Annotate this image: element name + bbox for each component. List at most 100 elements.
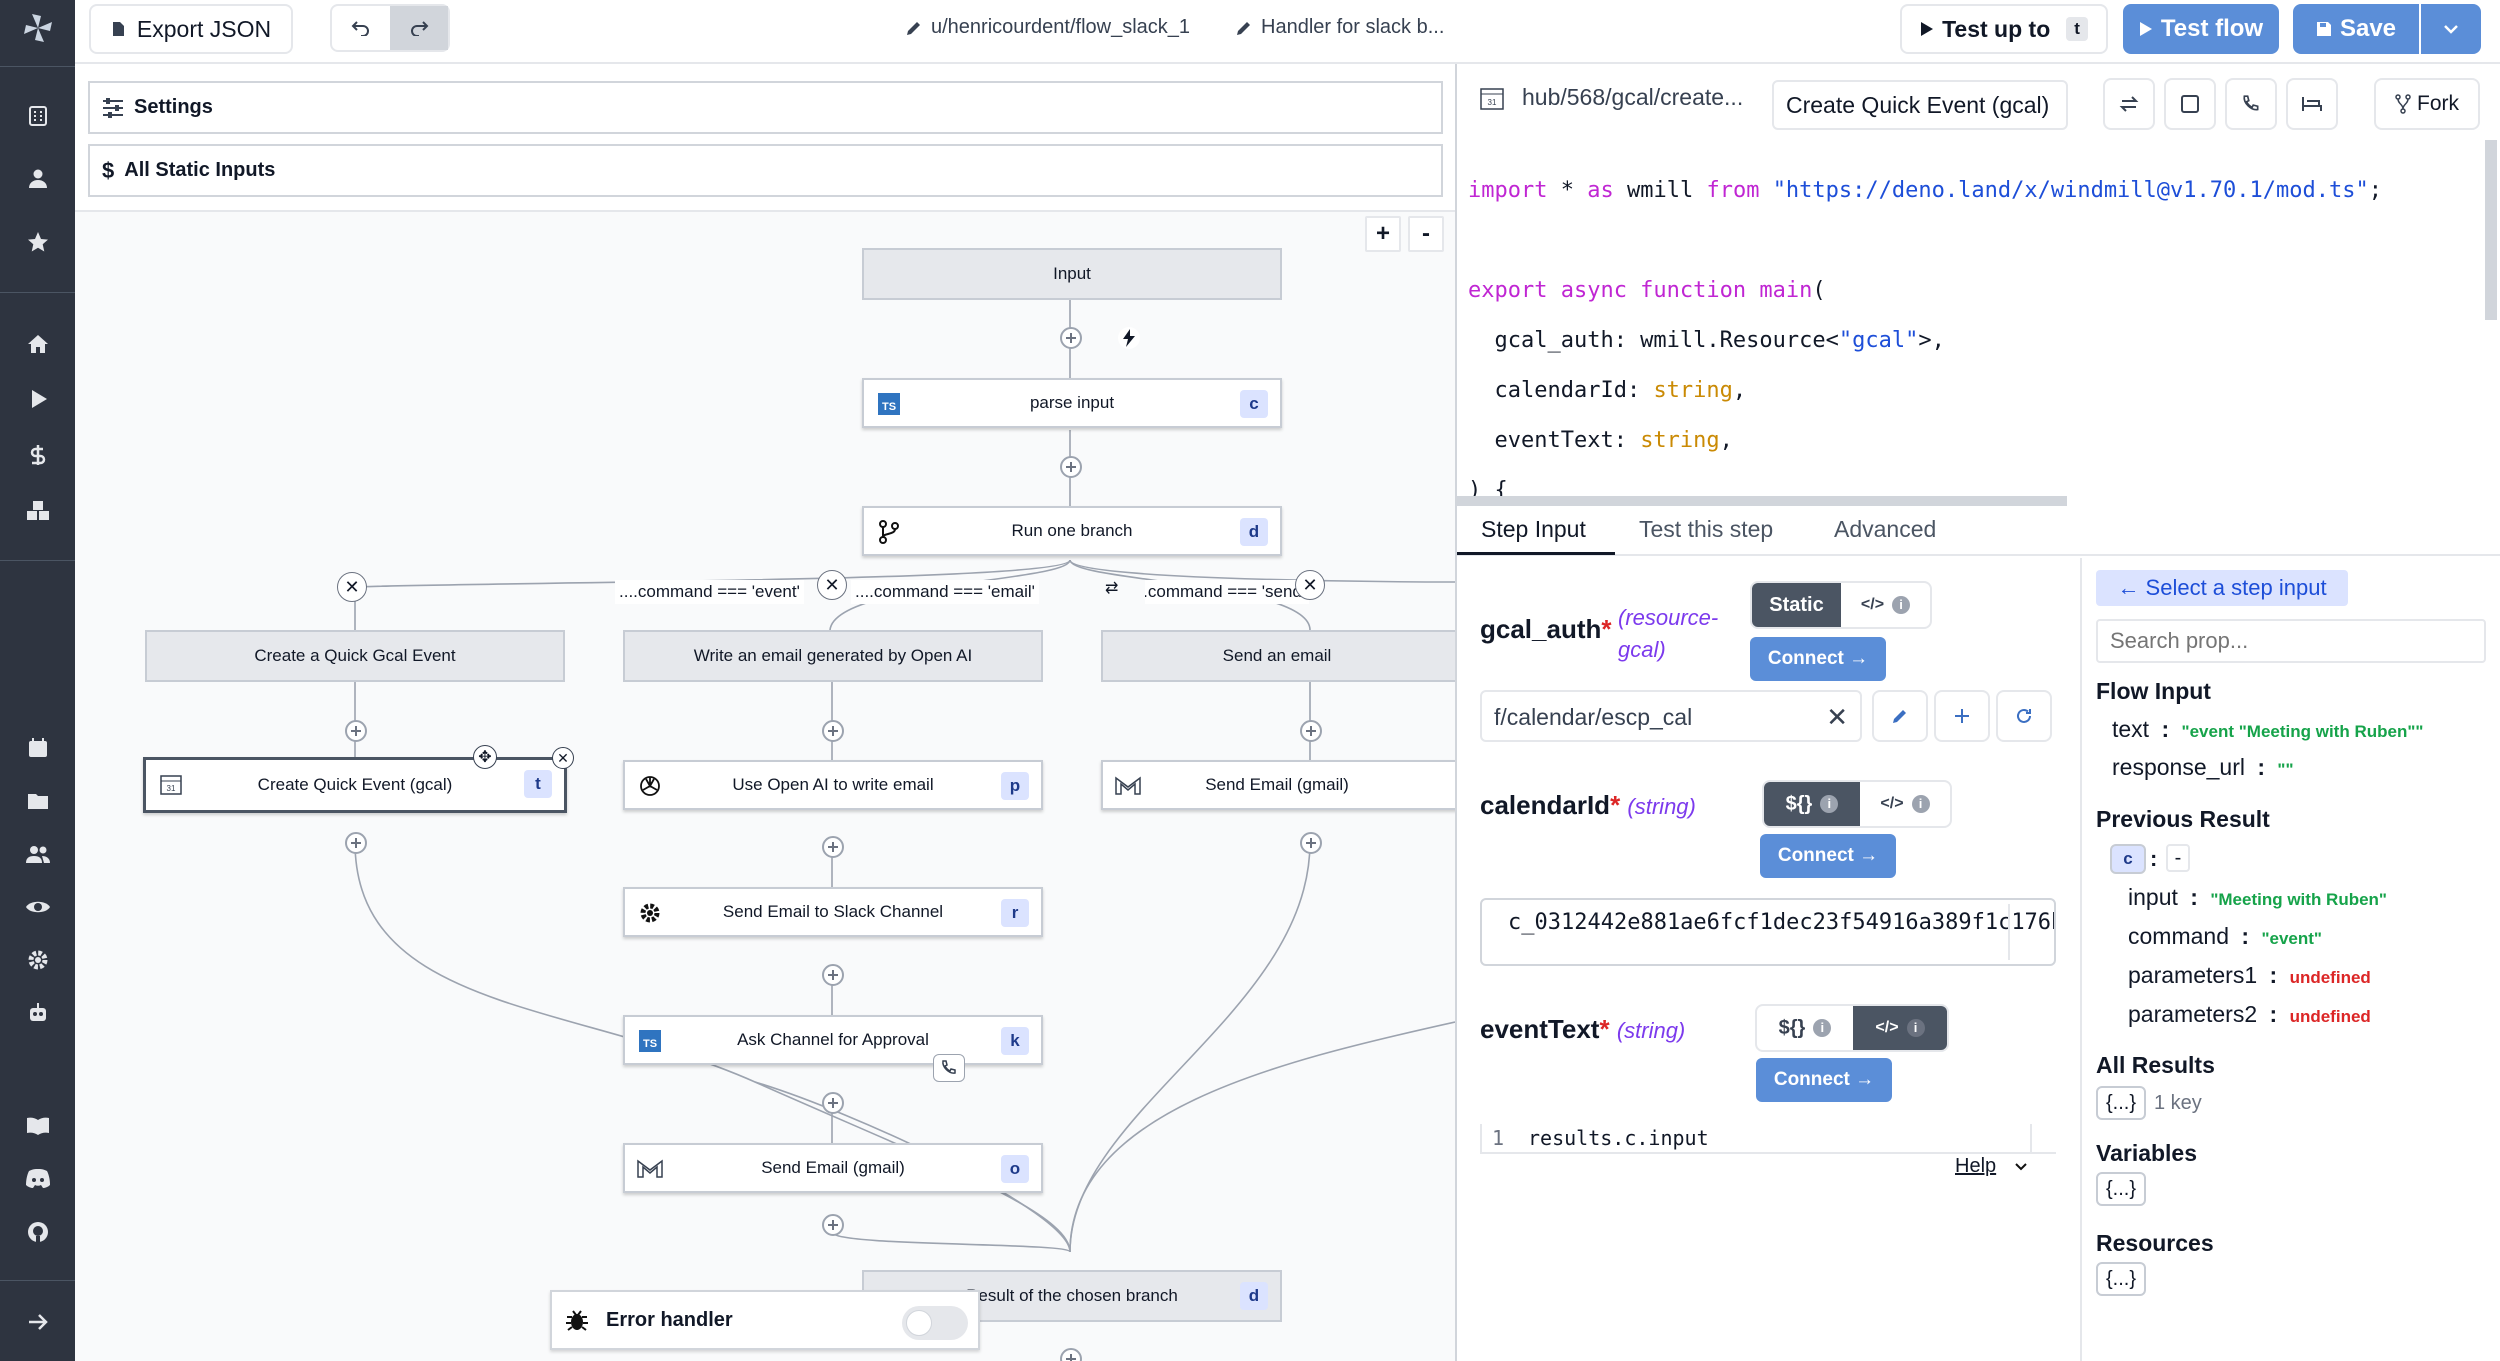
code-mode-button[interactable]: </>i xyxy=(1860,782,1950,826)
windmill-logo[interactable] xyxy=(0,2,75,54)
add-resource-icon[interactable] xyxy=(1934,690,1990,742)
users-icon[interactable] xyxy=(0,828,75,880)
gcal-auth-connect-button[interactable]: Connect → xyxy=(1750,637,1886,681)
create-quick-event-node[interactable]: 31 Create Quick Event (gcal) t xyxy=(143,757,567,813)
add-step-icon[interactable] xyxy=(822,720,844,742)
play-icon[interactable] xyxy=(0,373,75,425)
error-handler-toggle[interactable] xyxy=(902,1306,968,1340)
folder-icon[interactable] xyxy=(0,775,75,827)
test-up-to-button[interactable]: Test up to t xyxy=(1900,4,2108,54)
event-text-editor[interactable]: 1 results.c.input xyxy=(1480,1124,2056,1154)
swap-icon[interactable] xyxy=(2103,78,2155,130)
code-editor[interactable]: import * as wmill from "https://deno.lan… xyxy=(1468,153,2486,498)
export-json-button[interactable]: Export JSON xyxy=(89,4,293,54)
flow-input-text[interactable]: text : "event "Meeting with Ruben"" xyxy=(2112,716,2424,742)
add-step-icon[interactable] xyxy=(1060,1348,1082,1361)
eye-icon[interactable] xyxy=(0,881,75,933)
cubes-icon[interactable] xyxy=(0,485,75,537)
variables-button[interactable]: {...} xyxy=(2096,1172,2147,1206)
tab-advanced[interactable]: Advanced xyxy=(1834,516,1937,542)
add-step-icon[interactable] xyxy=(822,1214,844,1236)
template-mode-button[interactable]: ${}i xyxy=(1764,782,1860,826)
save-dropdown-button[interactable] xyxy=(2421,4,2481,54)
zoom-out-button[interactable]: - xyxy=(1408,216,1444,252)
branch-head-send[interactable]: Send an email xyxy=(1101,630,1461,682)
all-results-button[interactable]: {...} xyxy=(2096,1086,2147,1120)
step-summary-input[interactable]: Create Quick Event (gcal) xyxy=(1772,80,2068,130)
calendar-id-connect-button[interactable]: Connect → xyxy=(1760,834,1896,878)
code-hscrollbar[interactable] xyxy=(1457,496,2067,506)
branch-head-event[interactable]: Create a Quick Gcal Event xyxy=(145,630,565,682)
send-email-gmail-node-2[interactable]: Send Email (gmail) o xyxy=(623,1143,1043,1193)
trigger-bolt-icon[interactable] xyxy=(1118,327,1140,349)
help-link[interactable]: Help xyxy=(1955,1155,2028,1178)
clear-icon[interactable]: ✕ xyxy=(1826,702,1848,732)
gcal-auth-resource-select[interactable]: f/calendar/escp_cal ✕ xyxy=(1480,690,1862,742)
add-step-icon[interactable] xyxy=(822,1092,844,1114)
flow-path[interactable]: u/henricourdent/flow_slack_1 xyxy=(905,16,1190,39)
code-mode-button[interactable]: </>i xyxy=(1841,583,1930,627)
add-step-icon[interactable] xyxy=(822,836,844,858)
add-step-icon[interactable] xyxy=(1060,456,1082,478)
static-mode-button[interactable]: Static xyxy=(1752,583,1841,627)
prev-result-command[interactable]: command : "event" xyxy=(2128,923,2322,949)
static-inputs-bar[interactable]: $ All Static Inputs xyxy=(88,144,1443,197)
resources-button[interactable]: {...} xyxy=(2096,1262,2147,1296)
add-step-icon[interactable] xyxy=(1300,832,1322,854)
gear-icon[interactable] xyxy=(0,934,75,986)
remove-branch-icon[interactable]: ✕ xyxy=(1295,570,1325,600)
prev-result-parameters1[interactable]: parameters1 : undefined xyxy=(2128,962,2371,988)
redo-icon[interactable] xyxy=(390,6,448,50)
flow-input-response-url[interactable]: response_url : "" xyxy=(2112,754,2294,780)
run-one-branch-node[interactable]: Run one branch d xyxy=(862,506,1282,556)
send-email-slack-node[interactable]: Send Email to Slack Channel r xyxy=(623,887,1043,937)
robot-icon[interactable] xyxy=(0,987,75,1039)
user-icon[interactable] xyxy=(0,152,75,204)
move-icon[interactable]: ✥ xyxy=(473,745,497,769)
undo-icon[interactable] xyxy=(332,6,390,50)
use-openai-node[interactable]: Use Open AI to write email p xyxy=(623,760,1043,810)
collapse-button[interactable]: - xyxy=(2166,844,2190,872)
add-step-icon[interactable] xyxy=(1060,327,1082,349)
calendar-id-input[interactable]: c_0312442e881ae6fcf1dec23f54916a389f1c17… xyxy=(1480,898,2056,966)
tab-step-input[interactable]: Step Input xyxy=(1481,516,1586,542)
home-icon[interactable] xyxy=(0,318,75,370)
book-icon[interactable] xyxy=(0,1100,75,1152)
tab-test-step[interactable]: Test this step xyxy=(1639,516,1774,542)
delete-step-icon[interactable]: ✕ xyxy=(552,747,574,769)
test-flow-button[interactable]: Test flow xyxy=(2123,4,2279,54)
input-node[interactable]: Input xyxy=(862,248,1282,300)
edit-resource-icon[interactable] xyxy=(1872,690,1928,742)
settings-bar[interactable]: Settings xyxy=(88,81,1443,134)
square-icon[interactable] xyxy=(2164,78,2216,130)
expand-sidebar-icon[interactable] xyxy=(0,1296,75,1348)
github-icon[interactable] xyxy=(0,1206,75,1258)
remove-branch-icon[interactable]: ✕ xyxy=(817,570,847,600)
zoom-in-button[interactable]: + xyxy=(1365,216,1401,252)
phone-icon[interactable] xyxy=(2225,78,2277,130)
prev-result-parameters2[interactable]: parameters2 : undefined xyxy=(2128,1001,2371,1027)
parse-input-node[interactable]: TS parse input c xyxy=(862,378,1282,428)
code-mode-button[interactable]: </>i xyxy=(1853,1006,1947,1050)
prev-result-input[interactable]: input : "Meeting with Ruben" xyxy=(2128,884,2387,910)
bed-icon[interactable] xyxy=(2286,78,2338,130)
search-prop-input[interactable] xyxy=(2096,619,2486,663)
dashboard-icon[interactable] xyxy=(0,90,75,142)
star-icon[interactable] xyxy=(0,216,75,268)
event-text-connect-button[interactable]: Connect → xyxy=(1756,1058,1892,1102)
send-email-gmail-node-1[interactable]: Send Email (gmail) xyxy=(1101,760,1461,810)
prev-result-key-button[interactable]: c xyxy=(2110,844,2146,874)
code-scrollbar[interactable] xyxy=(2485,140,2497,320)
template-mode-button[interactable]: ${}i xyxy=(1757,1006,1853,1050)
remove-branch-icon[interactable]: ✕ xyxy=(337,572,367,602)
branch-move-icon[interactable]: ⇄ xyxy=(1105,580,1119,597)
refresh-icon[interactable] xyxy=(1996,690,2052,742)
add-step-icon[interactable] xyxy=(822,964,844,986)
save-button[interactable]: Save xyxy=(2293,4,2419,54)
calendar-icon[interactable] xyxy=(0,722,75,774)
discord-icon[interactable] xyxy=(0,1153,75,1205)
fork-button[interactable]: Fork xyxy=(2374,78,2480,130)
add-step-icon[interactable] xyxy=(345,832,367,854)
dollar-icon[interactable] xyxy=(0,429,75,481)
add-step-icon[interactable] xyxy=(345,720,367,742)
